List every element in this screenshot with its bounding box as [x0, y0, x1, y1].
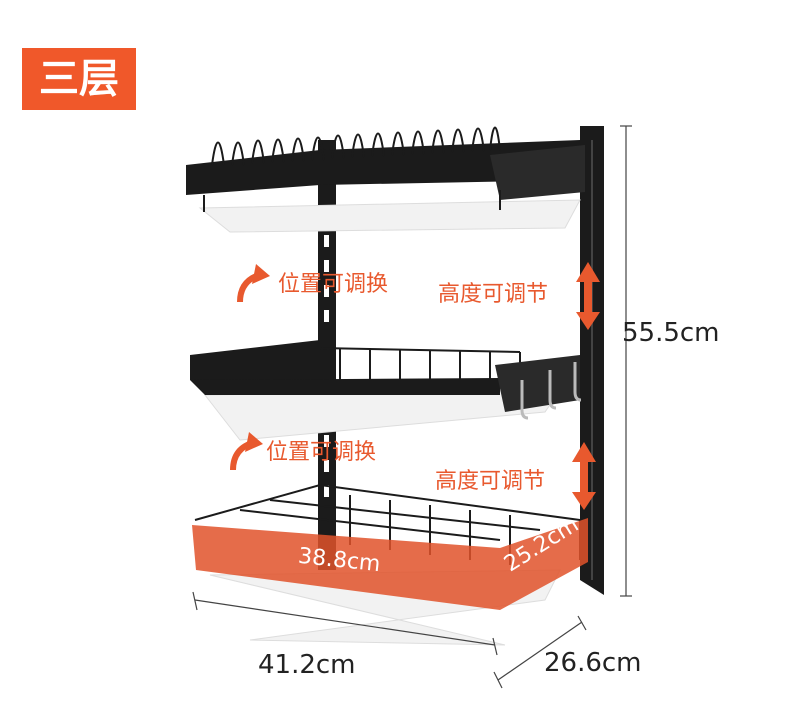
middle-tier-basket [190, 340, 582, 441]
swap-label-top: 位置可调换 [278, 272, 389, 297]
tier-count-badge: 三层 [22, 48, 136, 110]
basket-front-highlight [192, 525, 500, 610]
height-label-top: 高度可调节 [438, 282, 549, 307]
basket-side-highlight [500, 518, 588, 610]
top-tier-plate-rack [186, 126, 585, 233]
width-dimension: 41.2cm [258, 650, 356, 680]
swap-label-bottom: 位置可调换 [266, 440, 377, 465]
height-label-bottom: 高度可调节 [435, 469, 546, 494]
double-arrow-icon [572, 442, 596, 510]
height-dimension: 55.5cm [622, 318, 720, 348]
double-arrow-icon [576, 262, 600, 330]
depth-dimension: 26.6cm [544, 648, 642, 678]
curved-arrow-icon [252, 264, 270, 284]
dimension-lines [192, 125, 632, 689]
bottom-tier-basket [192, 483, 588, 646]
curved-arrow-icon [245, 432, 263, 452]
